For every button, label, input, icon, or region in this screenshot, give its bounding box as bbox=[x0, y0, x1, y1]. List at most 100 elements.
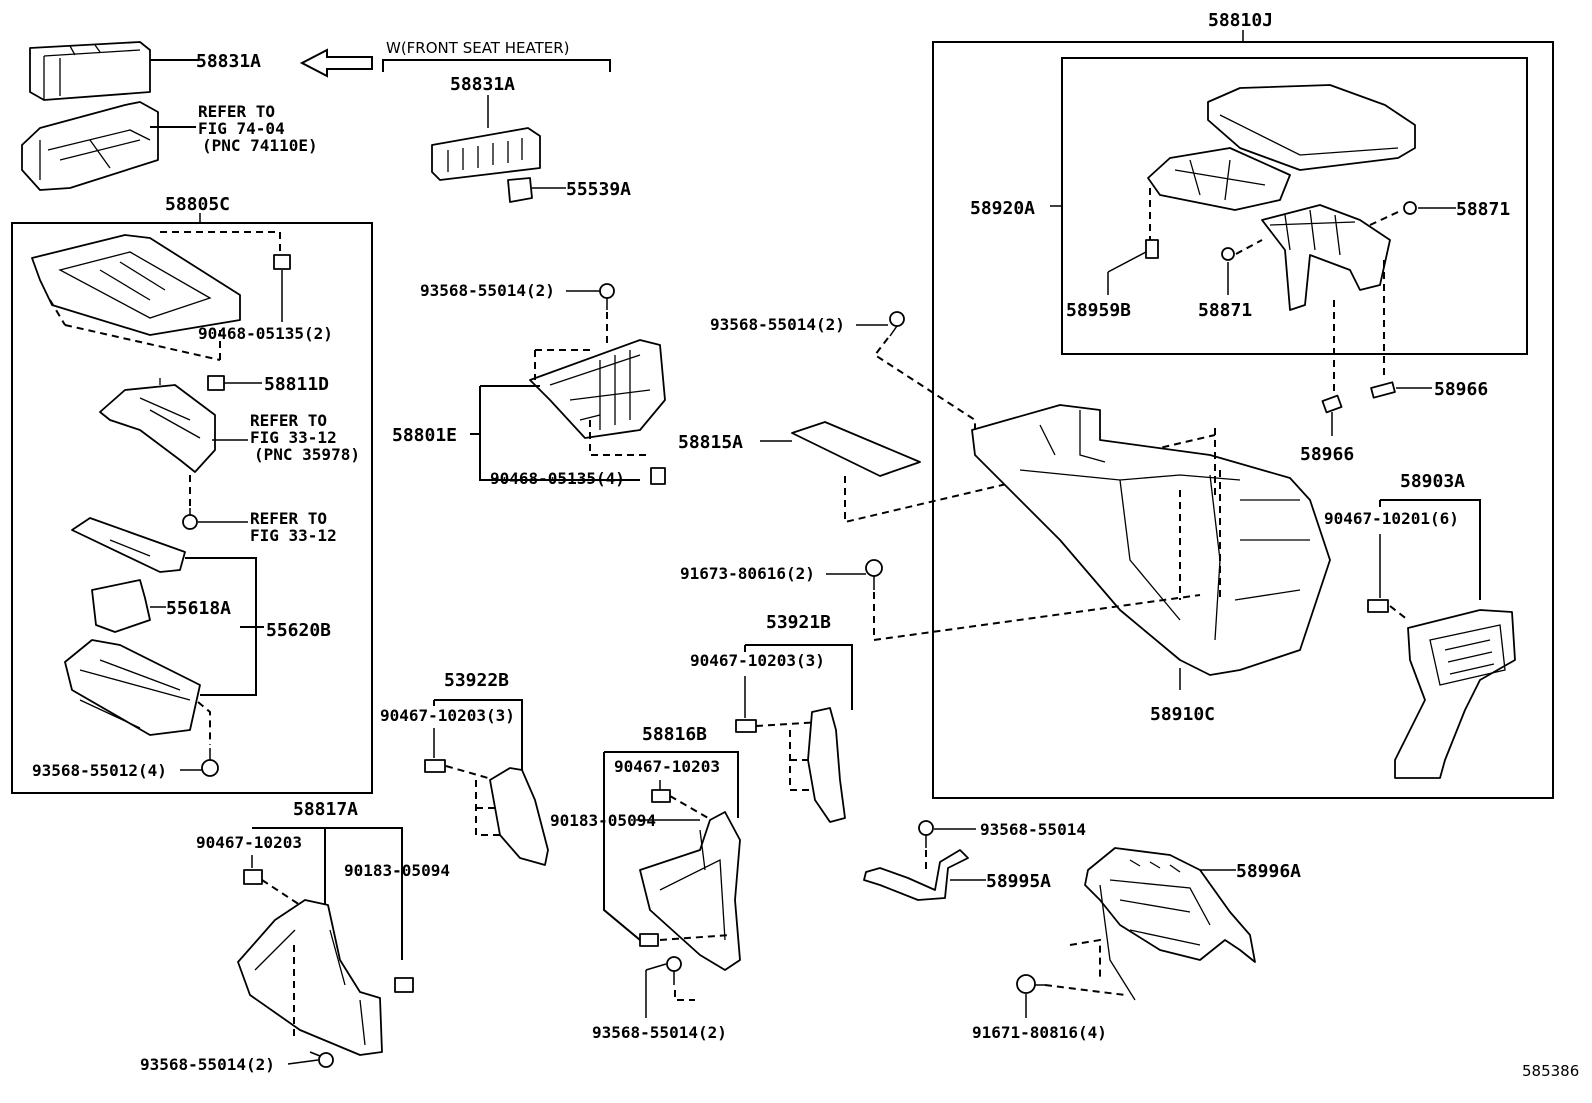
part-55618A bbox=[91, 579, 151, 633]
part-shift-base bbox=[99, 378, 216, 473]
label-90468-05135-2: 90468-05135(2) bbox=[198, 324, 333, 343]
label-93568-55014-2-a: 93568-55014(2) bbox=[420, 281, 555, 300]
part-screw-58801E-top bbox=[599, 283, 615, 310]
part-clip-90183-58817A bbox=[394, 977, 414, 993]
label-58995A: 58995A bbox=[986, 871, 1051, 892]
label-58996A: 58996A bbox=[1236, 861, 1301, 882]
group-label-58817A: 58817A bbox=[293, 799, 358, 820]
part-trim-58817A bbox=[237, 899, 383, 1056]
group-label-53921B: 53921B bbox=[766, 612, 831, 633]
group-label-55620B: 55620B bbox=[266, 620, 331, 641]
label-90183-05094-a: 90183-05094 bbox=[550, 811, 656, 830]
label-58871-b: 58871 bbox=[1198, 300, 1252, 321]
label-90468-05135-4: 90468-05135(4) bbox=[490, 469, 625, 488]
arrow-icon bbox=[299, 48, 373, 78]
part-console-box-58910C bbox=[971, 404, 1331, 676]
part-bolt-91671 bbox=[1016, 974, 1045, 994]
part-tray-58831A bbox=[29, 41, 151, 101]
part-seat-heater-switch bbox=[431, 127, 541, 181]
group-label-53922B: 53922B bbox=[444, 670, 509, 691]
part-screw-93568-55014 bbox=[918, 820, 934, 848]
part-bracket-58995A bbox=[863, 849, 969, 901]
part-bolt-91673 bbox=[865, 559, 883, 590]
part-bracket-58996A bbox=[1084, 847, 1256, 1001]
label-90467-10201-6: 90467-10201(6) bbox=[1324, 509, 1459, 528]
part-58966-pin-a bbox=[1321, 394, 1343, 414]
part-clip-90467-10201 bbox=[1367, 599, 1389, 613]
label-90467-10203-b: 90467-10203 bbox=[196, 833, 302, 852]
label-58831A-a: 58831A bbox=[196, 51, 261, 72]
part-screw-93568-55012 bbox=[201, 748, 219, 777]
part-screw-refer3 bbox=[182, 508, 198, 530]
label-58815A: 58815A bbox=[678, 432, 743, 453]
part-clip-58817A bbox=[243, 869, 263, 885]
part-58871-right bbox=[1403, 201, 1417, 215]
label-91671-80816-4: 91671-80816(4) bbox=[972, 1023, 1107, 1042]
label-58966-b: 58966 bbox=[1300, 444, 1354, 465]
refer2-line1: REFER TO bbox=[250, 411, 327, 430]
part-screw-58816B bbox=[666, 956, 682, 985]
part-trim-58816B bbox=[639, 811, 741, 971]
label-90467-10203-a: 90467-10203 bbox=[614, 757, 720, 776]
label-90467-10203-3-a: 90467-10203(3) bbox=[690, 651, 825, 670]
part-clip-58816B-low bbox=[639, 933, 659, 947]
label-91673-80616-2: 91673-80616(2) bbox=[680, 564, 815, 583]
part-screw-58817A bbox=[309, 1051, 334, 1068]
group-label-58903A: 58903A bbox=[1400, 471, 1465, 492]
part-rear-vent-58903A bbox=[1394, 609, 1516, 779]
label-93568-55014-2-c: 93568-55014(2) bbox=[592, 1023, 727, 1042]
part-ashtray-box bbox=[64, 639, 201, 736]
refer2-line2: FIG 33-12 bbox=[250, 428, 337, 447]
part-screw-mat bbox=[889, 311, 905, 337]
refer3-line1: REFER TO bbox=[250, 509, 327, 528]
label-93568-55014: 93568-55014 bbox=[980, 820, 1086, 839]
part-clip-58816B bbox=[651, 789, 671, 803]
label-58871-a: 58871 bbox=[1456, 199, 1510, 220]
part-58966-pin-b bbox=[1370, 381, 1396, 399]
label-58811D: 58811D bbox=[264, 374, 329, 395]
refer2-line3: (PNC 35978) bbox=[254, 445, 360, 464]
part-clip-53922B bbox=[424, 759, 446, 773]
refer1-line3: (PNC 74110E) bbox=[202, 136, 318, 155]
variant-note: W(FRONT SEAT HEATER) bbox=[386, 39, 570, 57]
group-box-58805C bbox=[11, 222, 373, 794]
part-clip-53921B bbox=[735, 719, 757, 733]
part-58871-left bbox=[1221, 247, 1235, 261]
label-93568-55014-2-d: 93568-55014(2) bbox=[140, 1055, 275, 1074]
part-shift-bezel bbox=[31, 234, 241, 336]
label-58959B: 58959B bbox=[1066, 300, 1131, 321]
label-90467-10203-3-b: 90467-10203(3) bbox=[380, 706, 515, 725]
label-93568-55012-4: 93568-55012(4) bbox=[32, 761, 167, 780]
refer1-line1: REFER TO bbox=[198, 102, 275, 121]
label-90183-05094-b: 90183-05094 bbox=[344, 861, 450, 880]
part-ashtray-lid bbox=[71, 517, 186, 573]
part-clip-90468-4 bbox=[650, 467, 666, 485]
label-55618A: 55618A bbox=[166, 598, 231, 619]
part-clip-90468 bbox=[273, 254, 291, 270]
label-93568-55014-2-b: 93568-55014(2) bbox=[710, 315, 845, 334]
group-label-58801E: 58801E bbox=[392, 425, 457, 446]
part-55539A bbox=[507, 177, 533, 203]
label-58831A-b: 58831A bbox=[450, 74, 515, 95]
group-label-58810J: 58810J bbox=[1208, 10, 1273, 31]
part-58959B bbox=[1145, 239, 1159, 259]
group-label-58805C: 58805C bbox=[165, 194, 230, 215]
refer3-line2: FIG 33-12 bbox=[250, 526, 337, 545]
part-bracket-74110E bbox=[21, 101, 159, 191]
part-armrest-base bbox=[1261, 204, 1391, 311]
part-armrest-lid bbox=[1207, 84, 1416, 171]
label-58910C: 58910C bbox=[1150, 704, 1215, 725]
label-55539A: 55539A bbox=[566, 179, 631, 200]
part-trim-53921B bbox=[807, 707, 846, 823]
part-bracket-58801E bbox=[529, 339, 666, 439]
refer1-line2: FIG 74-04 bbox=[198, 119, 285, 138]
part-armrest-hinge bbox=[1147, 147, 1291, 211]
part-58811D bbox=[207, 375, 225, 391]
group-label-58816B: 58816B bbox=[642, 724, 707, 745]
part-mat-58815A bbox=[791, 421, 921, 477]
diagram-id: 585386 bbox=[1522, 1062, 1579, 1080]
group-label-58920A: 58920A bbox=[970, 198, 1035, 219]
label-58966-a: 58966 bbox=[1434, 379, 1488, 400]
